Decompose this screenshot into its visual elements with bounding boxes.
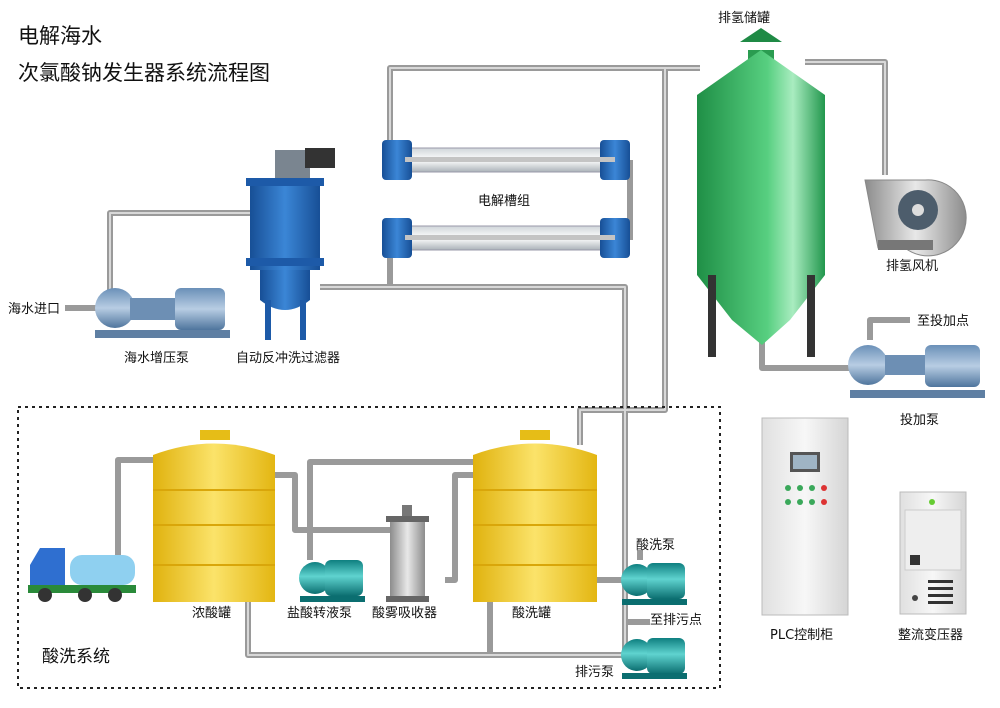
- title-line1: 电解海水: [18, 24, 102, 48]
- hydrogen-tank-label: 排氢储罐: [718, 11, 770, 26]
- filter-label: 自动反冲洗过滤器: [236, 351, 340, 366]
- acid-mist-absorber[interactable]: [386, 505, 429, 602]
- acid-wash-pump[interactable]: [621, 563, 687, 605]
- acid-wash-tank-label: 酸洗罐: [512, 606, 551, 621]
- electrolyzer-cell-2: [382, 218, 630, 258]
- booster-pump-label: 海水增压泵: [124, 351, 189, 366]
- dosing-pump-label: 投加泵: [900, 412, 939, 428]
- drain-pump-label: 排污泵: [575, 665, 614, 680]
- acid-transfer-pump-label: 盐酸转液泵: [287, 606, 352, 621]
- hydrogen-exhaust-fan[interactable]: [864, 179, 967, 257]
- dosing-pump[interactable]: [848, 345, 985, 398]
- backwash-filter[interactable]: [246, 148, 335, 340]
- hydrogen-fan-label: 排氢风机: [886, 259, 938, 274]
- acid-wash-system-boundary: [17, 406, 721, 689]
- acid-mist-absorber-label: 酸雾吸收器: [372, 606, 437, 621]
- to-dosing-point-label: 至投加点: [917, 313, 969, 329]
- acid-wash-tank[interactable]: [473, 430, 597, 602]
- acid-wash-system-label: 酸洗系统: [42, 647, 110, 667]
- acid-wash-pump-label: 酸洗泵: [636, 538, 675, 553]
- drain-pump[interactable]: [621, 638, 687, 679]
- rectifier-transformer[interactable]: [899, 491, 967, 615]
- acid-truck: [28, 548, 136, 602]
- plc-control-cabinet[interactable]: [761, 417, 849, 616]
- concentrated-acid-tank[interactable]: [153, 430, 275, 602]
- electrolyzer-cell-1: [382, 140, 630, 180]
- conc-acid-tank-label: 浓酸罐: [192, 606, 231, 621]
- to-drain-point-label: 至排污点: [650, 613, 702, 628]
- seawater-booster-pump[interactable]: [95, 288, 230, 338]
- plc-cabinet-label: PLC控制柜: [770, 628, 833, 643]
- electrolyzer-group[interactable]: [382, 140, 630, 258]
- electrolyzer-label: 电解槽组: [478, 194, 530, 209]
- seawater-inlet-label: 海水进口: [8, 302, 60, 317]
- title-line2: 次氯酸钠发生器系统流程图: [18, 61, 270, 85]
- acid-transfer-pump[interactable]: [299, 560, 365, 602]
- rectifier-label: 整流变压器: [898, 627, 963, 643]
- hydrogen-storage-tank[interactable]: [697, 28, 825, 357]
